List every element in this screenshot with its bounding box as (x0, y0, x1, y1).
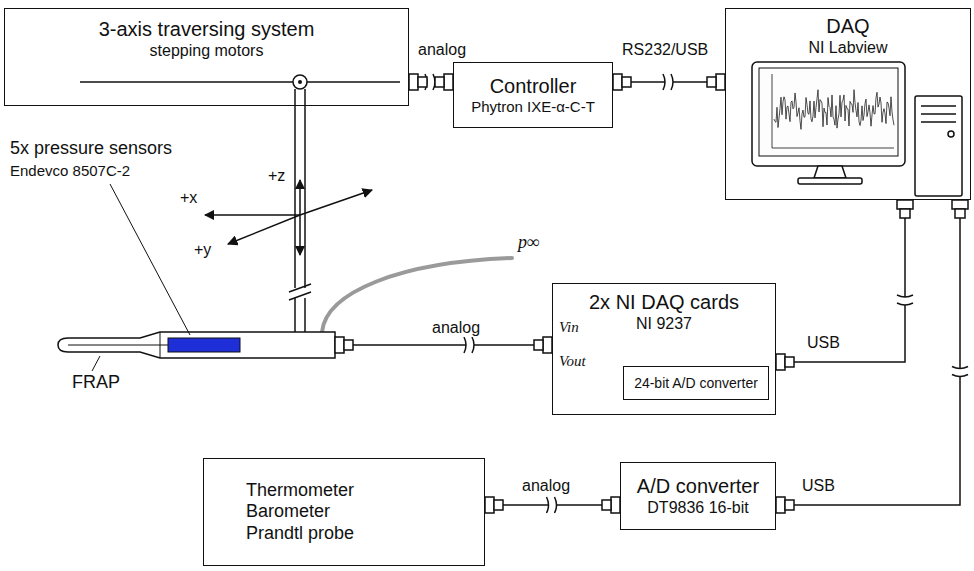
cable (776, 200, 905, 362)
box-text: Phytron IXE-α-C-T (471, 98, 595, 116)
annotation-label: FRAP (70, 372, 122, 394)
cable-plug (602, 497, 620, 513)
annotation-label: p∞ (516, 232, 542, 254)
annotation-label: +x (178, 188, 199, 207)
annotation-label: analog (430, 318, 482, 337)
annotation-label: +z (266, 166, 287, 185)
annotation-label: 5x pressure sensors (8, 138, 174, 160)
probe-rod (289, 89, 311, 332)
computer-icon (752, 62, 962, 196)
text-group: A/D converterDT9836 16-bit (637, 474, 759, 517)
cable-plug (776, 497, 794, 513)
cable-plug (897, 200, 913, 218)
axis-arrows (205, 180, 372, 255)
text-group: 2x NI DAQ cardsNI 9237 (589, 290, 739, 333)
cable-label: RS232/USB (620, 40, 710, 59)
cable-break (897, 295, 913, 305)
cable-break (663, 74, 673, 90)
pressure-sensor (168, 338, 240, 352)
cable-plug (435, 74, 453, 90)
carriage-wheel (293, 75, 307, 89)
leader-line (92, 356, 100, 371)
box-text: Barometer (246, 501, 330, 523)
frap-probe (58, 332, 335, 358)
device-box: 2x NI DAQ cardsNI 9237 24-bit A/D convert… (552, 283, 776, 415)
cable-plug (952, 200, 968, 218)
cable-plug (613, 74, 631, 90)
cable-plug (485, 497, 503, 513)
box-text: NI 9237 (636, 314, 692, 333)
box-text: DT9836 16-bit (647, 498, 748, 517)
annotation-label: Vin (557, 318, 581, 336)
device-box: ControllerPhytron IXE-α-C-T (453, 62, 613, 128)
box-text: Prandtl probe (246, 523, 354, 545)
cable-plug (409, 74, 427, 90)
box-title: 2x NI DAQ cards (589, 290, 739, 314)
cable-plug (776, 354, 794, 370)
cable-label: USB (805, 333, 842, 352)
cable-plug (707, 74, 725, 90)
box-title: 3-axis traversing system (99, 17, 315, 41)
cable-label: USB (800, 476, 837, 495)
box-title: DAQ (826, 14, 869, 38)
device-box: A/D converterDT9836 16-bit (620, 462, 776, 530)
box-text: NI Labview (808, 38, 887, 57)
annotation-label: Vout (557, 352, 588, 370)
box-title: A/D converter (637, 474, 759, 498)
text-group: DAQNI Labview (808, 14, 887, 57)
box-title: 24-bit A/D converter (634, 375, 758, 392)
signal-trace (774, 90, 894, 130)
reference-pressure-hose (322, 258, 512, 332)
annotation-label: Endevco 8507C-2 (8, 162, 132, 180)
device-box: ThermometerBarometerPrandtl probe (203, 458, 485, 566)
text-group: ThermometerBarometerPrandtl probe (246, 480, 354, 545)
text-group: 24-bit A/D converter (634, 375, 758, 392)
cable-break (952, 367, 968, 377)
carriage-axle (298, 80, 302, 84)
box-title: Thermometer (246, 480, 354, 502)
box-title: Controller (490, 74, 577, 98)
cable-break (547, 497, 557, 513)
text-group: ControllerPhytron IXE-α-C-T (471, 74, 595, 116)
device-box: DAQNI Labview (725, 8, 971, 200)
cable (776, 200, 960, 505)
box-text: stepping motors (150, 41, 264, 60)
rail (80, 81, 400, 83)
sub-box: 24-bit A/D converter (623, 366, 769, 400)
cable-label: analog (416, 40, 468, 59)
signal-trace-line (774, 90, 894, 130)
cable-label: analog (520, 476, 572, 495)
probe-cable (335, 337, 552, 353)
device-box: 3-axis traversing systemstepping motors (4, 8, 409, 106)
text-group: 3-axis traversing systemstepping motors (99, 17, 315, 60)
annotation-label: +y (192, 240, 213, 259)
